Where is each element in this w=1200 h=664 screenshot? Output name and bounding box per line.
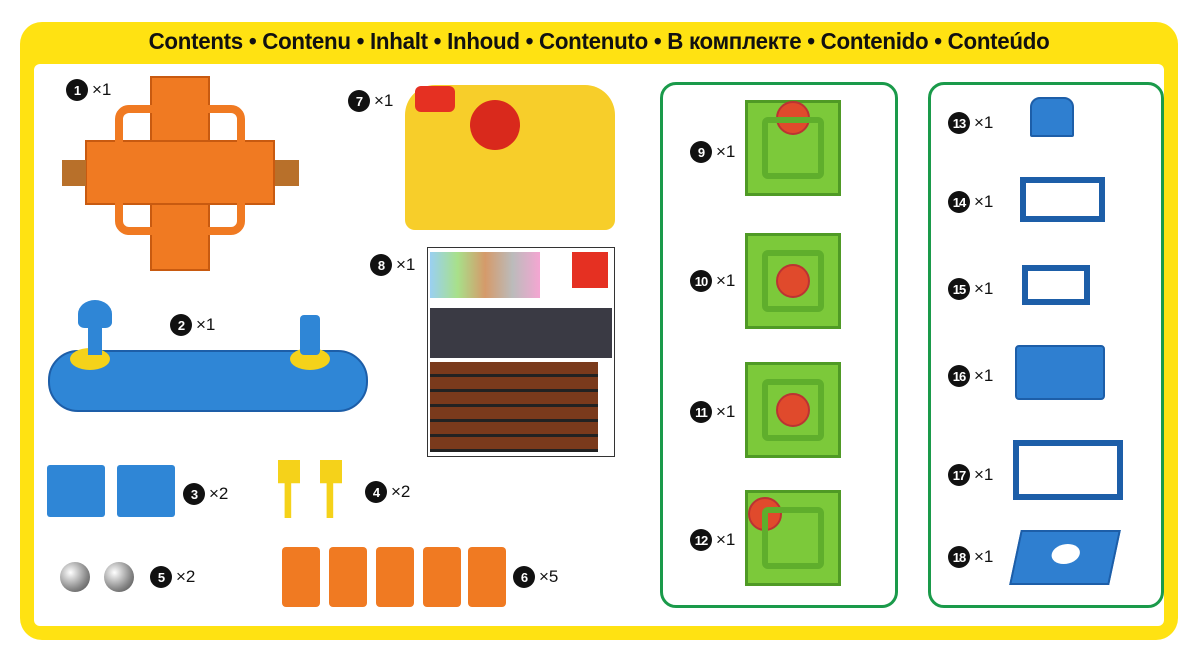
item-quantity: ×2 xyxy=(176,567,196,586)
item-quantity: ×1 xyxy=(716,530,736,549)
part-12-maze-tile xyxy=(745,490,841,586)
item-label-11: 11×1 xyxy=(690,401,735,423)
item-number: 10 xyxy=(690,270,712,292)
part-14-blue-frame xyxy=(1020,177,1105,222)
part-1-handles xyxy=(115,105,245,235)
part-3-piece xyxy=(117,465,175,517)
part-18-blue-ramp xyxy=(1009,530,1121,585)
item-quantity: ×1 xyxy=(974,465,994,484)
item-number: 12 xyxy=(690,529,712,551)
part-3-piece xyxy=(47,465,105,517)
blue-parts-group xyxy=(928,82,1164,608)
part-1-rail-right xyxy=(275,160,299,186)
sticker-mario-caps xyxy=(572,252,608,288)
item-label-13: 13×1 xyxy=(948,112,993,134)
item-quantity: ×1 xyxy=(974,547,994,566)
sticker-row-dark xyxy=(430,308,612,358)
part-5-steel-ball xyxy=(104,562,134,592)
item-quantity: ×1 xyxy=(396,255,416,274)
item-quantity: ×1 xyxy=(974,366,994,385)
item-quantity: ×1 xyxy=(716,271,736,290)
super-mario-logo xyxy=(415,86,455,112)
part-6-peg xyxy=(376,547,414,607)
part-6-peg xyxy=(282,547,320,607)
item-label-1: 1×1 xyxy=(66,79,111,101)
part-6-peg xyxy=(329,547,367,607)
item-quantity: ×5 xyxy=(539,567,559,586)
item-quantity: ×2 xyxy=(209,484,229,503)
item-label-14: 14×1 xyxy=(948,191,993,213)
item-number: 6 xyxy=(513,566,535,588)
item-label-6: 6×5 xyxy=(513,566,558,588)
item-number: 14 xyxy=(948,191,970,213)
item-label-9: 9×1 xyxy=(690,141,735,163)
item-quantity: ×2 xyxy=(391,482,411,501)
sticker-bricks xyxy=(430,362,598,452)
part-2-knob xyxy=(78,300,112,328)
item-number: 15 xyxy=(948,278,970,300)
sticker-characters xyxy=(430,252,540,298)
maze-tiles-group xyxy=(660,82,898,608)
item-number: 9 xyxy=(690,141,712,163)
page-title: Contents • Contenu • Inhalt • Inhoud • C… xyxy=(148,28,1050,54)
part-6-peg xyxy=(423,547,461,607)
item-quantity: ×1 xyxy=(974,279,994,298)
part-17-blue-tray xyxy=(1013,440,1123,500)
item-label-5: 5×2 xyxy=(150,566,195,588)
item-label-10: 10×1 xyxy=(690,270,735,292)
part-16-blue-junction xyxy=(1015,345,1105,400)
part-6-peg xyxy=(468,547,506,607)
item-number: 18 xyxy=(948,546,970,568)
item-label-7: 7×1 xyxy=(348,90,393,112)
item-quantity: ×1 xyxy=(374,91,394,110)
item-number: 16 xyxy=(948,365,970,387)
item-label-4: 4×2 xyxy=(365,481,410,503)
item-quantity: ×1 xyxy=(974,192,994,211)
item-quantity: ×1 xyxy=(196,315,216,334)
part-15-blue-frame xyxy=(1022,265,1090,305)
item-number: 11 xyxy=(690,401,712,423)
part-10-maze-tile xyxy=(745,233,841,329)
part-2-post xyxy=(300,315,320,355)
item-number: 13 xyxy=(948,112,970,134)
part-11-maze-tile xyxy=(745,362,841,458)
item-label-16: 16×1 xyxy=(948,365,993,387)
part-1-rail-left xyxy=(62,160,86,186)
item-number: 17 xyxy=(948,464,970,486)
part-13-blue-block xyxy=(1030,97,1074,137)
item-number: 2 xyxy=(170,314,192,336)
item-quantity: ×1 xyxy=(716,402,736,421)
item-label-8: 8×1 xyxy=(370,254,415,276)
item-number: 3 xyxy=(183,483,205,505)
item-quantity: ×1 xyxy=(974,113,994,132)
item-number: 5 xyxy=(150,566,172,588)
item-label-18: 18×1 xyxy=(948,546,993,568)
item-quantity: ×1 xyxy=(92,80,112,99)
mario-figure xyxy=(470,100,520,150)
item-label-12: 12×1 xyxy=(690,529,735,551)
item-number: 8 xyxy=(370,254,392,276)
item-number: 4 xyxy=(365,481,387,503)
part-9-maze-tile xyxy=(745,100,841,196)
item-quantity: ×1 xyxy=(716,142,736,161)
item-label-2: 2×1 xyxy=(170,314,215,336)
item-label-17: 17×1 xyxy=(948,464,993,486)
part-2-knob-stem xyxy=(88,325,102,355)
item-label-3: 3×2 xyxy=(183,483,228,505)
item-number: 7 xyxy=(348,90,370,112)
item-label-15: 15×1 xyxy=(948,278,993,300)
part-5-steel-ball xyxy=(60,562,90,592)
item-number: 1 xyxy=(66,79,88,101)
